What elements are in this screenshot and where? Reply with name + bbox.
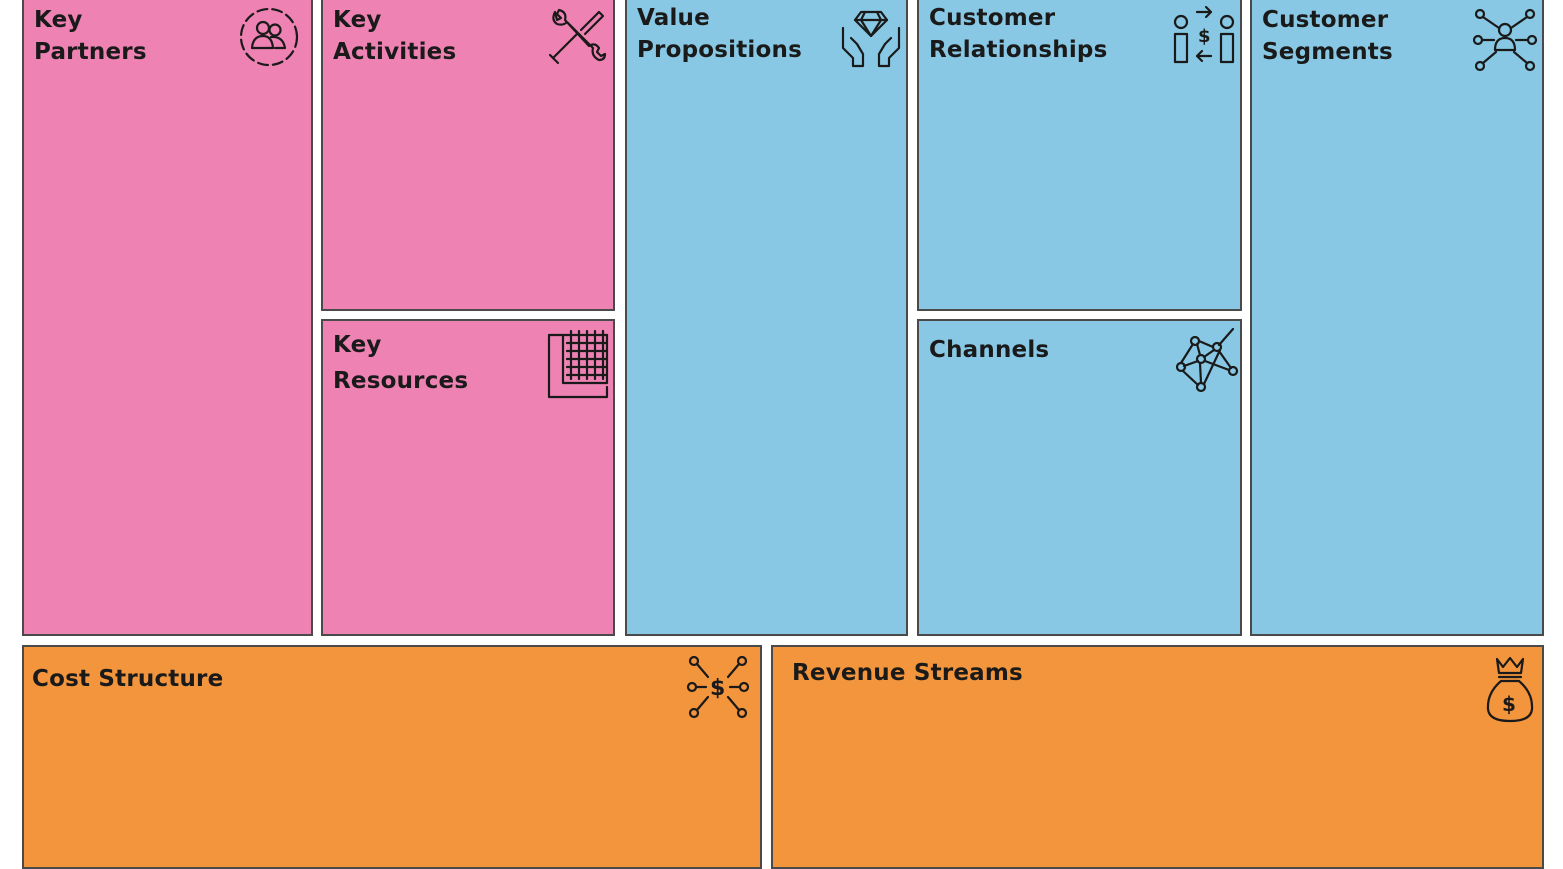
key-resources-title: Key Resources — [333, 327, 468, 399]
dollar-network-icon: $ — [686, 655, 750, 719]
partners-group-icon — [238, 6, 300, 68]
channels-block: Channels — [917, 319, 1242, 636]
key-partners-title: Key Partners — [34, 4, 147, 68]
customer-relationships-title-line2: Relationships — [929, 37, 1108, 63]
revenue-streams-block: Revenue Streams $ — [771, 645, 1544, 869]
money-bag-icon: $ — [1485, 655, 1535, 725]
key-resources-title-line1: Key — [333, 332, 382, 358]
customer-relationships-title-line1: Customer — [929, 5, 1056, 31]
channels-title: Channels — [929, 334, 1049, 366]
svg-text:$: $ — [1198, 26, 1211, 47]
key-activities-title: Key Activities — [333, 4, 456, 68]
customer-segments-title-line2: Segments — [1262, 39, 1393, 65]
customer-relationships-title: Customer Relationships — [929, 2, 1107, 66]
key-activities-block: Key Activities — [321, 0, 615, 311]
customer-segments-title: Customer Segments — [1262, 4, 1393, 68]
svg-text:$: $ — [710, 676, 725, 701]
value-propositions-block: Value Propositions — [625, 0, 908, 636]
value-propositions-title-line2: Propositions — [637, 37, 802, 63]
cost-structure-title: Cost Structure — [32, 663, 223, 695]
revenue-streams-title-line1: Revenue Streams — [792, 660, 1023, 686]
key-activities-title-line1: Key — [333, 7, 382, 33]
channels-title-line1: Channels — [929, 337, 1050, 363]
value-propositions-title-line1: Value — [637, 5, 710, 31]
wrench-screwdriver-icon — [547, 6, 607, 66]
person-network-icon — [1472, 6, 1538, 72]
people-exchange-icon: $ — [1171, 5, 1237, 64]
svg-text:$: $ — [1502, 692, 1516, 716]
cost-structure-title-line1: Cost Structure — [32, 666, 224, 692]
cost-structure-block: Cost Structure $ — [22, 645, 762, 869]
key-resources-block: Key Resources — [321, 319, 615, 636]
diamond-hands-icon — [839, 4, 903, 68]
grid-factory-icon — [547, 327, 609, 399]
key-partners-title-line1: Key — [34, 7, 83, 33]
customer-relationships-block: Customer Relationships $ — [917, 0, 1242, 311]
key-partners-block: Key Partners — [22, 0, 313, 636]
key-resources-title-line2: Resources — [333, 368, 469, 394]
revenue-streams-title: Revenue Streams — [792, 657, 1023, 689]
network-nodes-icon — [1173, 327, 1239, 393]
customer-segments-block: Customer Segments — [1250, 0, 1544, 636]
customer-segments-title-line1: Customer — [1262, 7, 1389, 33]
key-activities-title-line2: Activities — [333, 39, 457, 65]
key-partners-title-line2: Partners — [34, 39, 147, 65]
value-propositions-title: Value Propositions — [637, 2, 802, 66]
